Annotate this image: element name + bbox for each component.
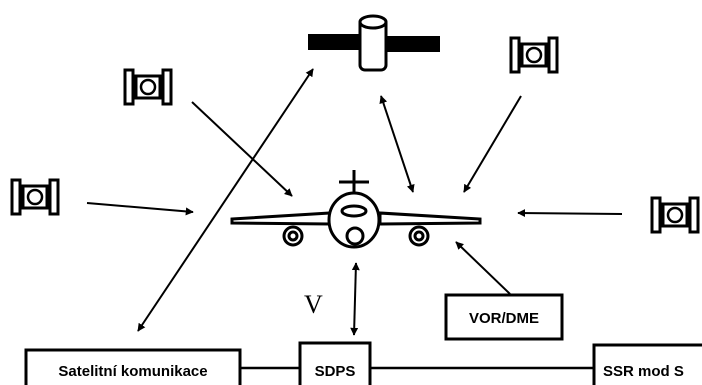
signal-arrows [86, 68, 623, 336]
vor-dme-box: VOR/DME [444, 293, 564, 341]
arrow-vordme-aircraft [455, 241, 511, 295]
arrow-satellite-aircraft [379, 95, 415, 193]
vor-dme-label: VOR/DME [469, 310, 539, 327]
satcom-label: Satelitní komunikace [58, 363, 207, 380]
arrow-station-right [517, 209, 623, 218]
v-label: V [304, 290, 323, 319]
satcom-box: Satelitní komunikace [24, 348, 242, 385]
arrow-station-left-upper [191, 101, 293, 197]
ground-station-icon [123, 68, 173, 106]
sdps-label: SDPS [315, 363, 356, 380]
satellite-icon [308, 14, 440, 72]
aircraft-icon [230, 170, 482, 249]
arrow-station-left [86, 202, 194, 216]
sdps-box: SDPS [298, 341, 372, 385]
arrow-station-right-upper [463, 95, 522, 193]
arrow-satcom-satellite [137, 68, 314, 332]
ssr-box: SSR mod S [592, 343, 702, 385]
ground-station-icon [650, 196, 700, 234]
ground-station-icon [509, 36, 559, 74]
ground-station-icon [10, 178, 60, 216]
ssr-label: SSR mod S [603, 363, 684, 380]
arrow-sdps-aircraft [350, 262, 360, 336]
